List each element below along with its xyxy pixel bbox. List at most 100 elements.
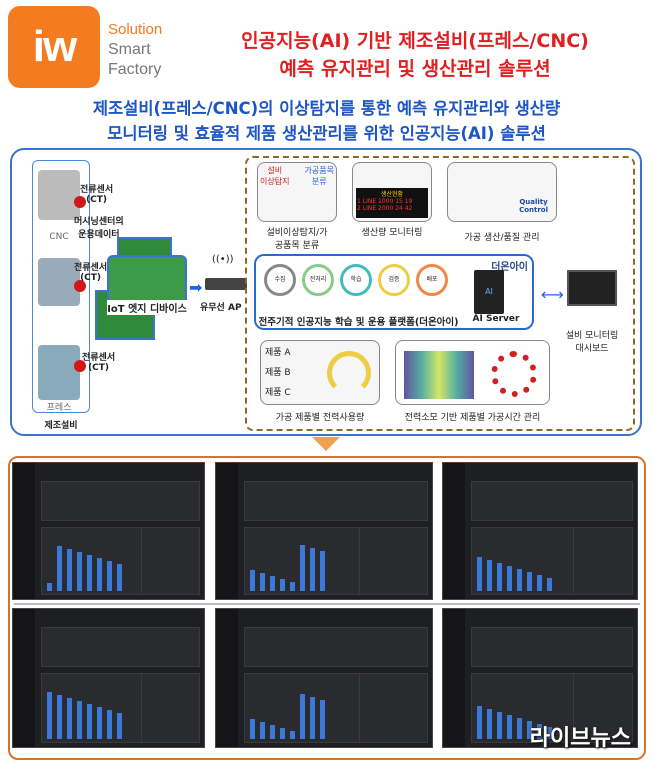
production-card-label: 생산량 모니터링 [361,228,423,238]
gauge-icon [327,351,371,395]
dashboard-panel [140,527,200,595]
step-deploy: 배포 [416,264,448,296]
dashboard-bar [290,582,295,591]
dashboard-sidebar [13,609,35,747]
dashboard-panel [41,481,200,521]
down-arrow-icon [312,437,340,451]
dashboard-panel [140,673,200,743]
dashboard-bar [97,707,102,739]
product-c-label: 제품 C [265,388,291,398]
machining-center-image [38,258,80,306]
title-line-1: 인공지능(AI) 기반 제조설비(프레스/CNC) [241,30,589,52]
dashboard-bar [507,566,512,591]
dashboard-bar [537,724,542,739]
dashboard-bar [320,700,325,739]
processing-time-label: 전력소모 기반 제품별 가공시간 관리 [404,413,541,423]
step-train: 학습 [340,264,372,296]
power-chart-image [404,351,474,399]
dashboard-bar [537,575,542,591]
dashboard-sidebar [443,463,465,599]
machining-data-label: 머시닝센터의 운용데이터 [74,217,124,240]
power-usage-label: 가공 제품별 전력사용량 [275,413,365,423]
dashboard-screenshot [215,462,433,600]
divider [14,603,640,605]
dashboard-bar [260,573,265,591]
dashboard-sidebar [216,609,238,747]
ai-server-label: AI Server [472,314,520,324]
dashboard-bar [280,728,285,739]
step-collect: 수집 [264,264,296,296]
ct-sensor-icon [74,360,86,372]
dashboard-bar [270,725,275,739]
brand-line: Factory [108,61,162,78]
ct-label: 전류센서 (CT) [82,353,116,373]
watermark: 라이브뉴스 [529,726,631,751]
solution-area [245,156,635,431]
ct-label: 전류센서 (CT) [80,185,114,205]
ct-sensor-icon [74,280,86,292]
dashboard-bar [117,713,122,739]
anomaly-card-label: 설비이상탐지/가 공품목 분류 [266,228,328,251]
dashboard-bar [87,704,92,739]
dashboard-bar [97,558,102,591]
dashboard-bar [300,694,305,739]
dashboard-bar [117,564,122,591]
dashboard-bar [77,552,82,591]
subtitle-line-2: 모니터링 및 효율적 제품 생산관리를 위한 인공지능(AI) 솔루션 [107,124,546,143]
dashboard-bar [527,572,532,591]
monitor-label: 설비 모니터링 대시보드 [565,331,619,354]
equipment-group [32,160,90,413]
dashboard-panel [244,627,428,667]
ai-chip-label: AI [485,287,493,296]
dashboard-bar [497,712,502,739]
dashboard-bar [290,731,295,739]
logo-text: iw [32,22,77,71]
product-a-label: 제품 A [265,348,291,358]
title-line-2: 예측 유지관리 및 생산관리 솔루션 [279,58,551,80]
dashboard-bar [260,722,265,739]
dashboard-screenshot [12,608,205,748]
dashboard-bar [487,709,492,739]
ai-platform: 수집 전처리 학습 검증 배포 더온아이 AI 전주기적 인공지능 학습 및 운… [254,254,534,330]
cnc-label: CNC [49,232,69,242]
dashboard-panel [572,527,633,595]
dashboard-bar [310,697,315,739]
logo: iw [8,6,100,88]
product-b-label: 제품 B [265,368,291,378]
gears-icon [491,351,537,397]
ai-server-image: AI [474,270,504,314]
production-card: 생산현황 1 LINE 1000 15 19 2 LINE 2000 24 42 [352,162,432,222]
brand-text: Solution Smart Factory [108,20,162,80]
dashboard-bar [507,715,512,739]
quality-tag: Quality Control [519,198,548,214]
step-validate: 검증 [378,264,410,296]
dashboard-bar [87,555,92,591]
dashboard-sidebar [13,463,35,599]
dashboard-panel [358,673,428,743]
dashboard-sidebar [216,463,238,599]
ct-label: 전류센서 (CT) [74,263,108,283]
press-machine-image [38,345,80,400]
anomaly-tag: 설비 이상탐지 [260,166,290,186]
anomaly-card: 설비 이상탐지 가공품목 분류 [257,162,337,222]
production-row: 1 LINE 1000 15 19 [357,198,413,205]
dashboard-sidebar [443,609,465,747]
dashboard-bar [477,706,482,739]
dashboard-screenshot [215,608,433,748]
dashboard-screenshot [12,462,205,600]
platform-label: 전주기적 인공지능 학습 및 운용 플랫폼(더온아이) [258,317,459,328]
dashboard-bar [547,578,552,591]
system-diagram: CNC 프레스 제조설비 전류센서 (CT) 머시닝센터의 운용데이터 전류센서… [10,148,642,436]
brand-line: Smart [108,41,151,58]
dashboard-panel [244,481,428,521]
press-label: 프레스 [46,403,72,413]
production-board-title: 생산현황 [380,191,404,198]
dashboard-bar [250,570,255,591]
dashboard-bar [517,569,522,591]
bidirectional-arrow-icon: ⟷ [541,285,564,304]
dashboard-bar [527,721,532,739]
production-row: 2 LINE 2000 24 42 [357,205,413,212]
dashboard-panel [471,481,633,521]
dashboard-bar [300,545,305,591]
wifi-icon: ((•)) [212,254,234,265]
